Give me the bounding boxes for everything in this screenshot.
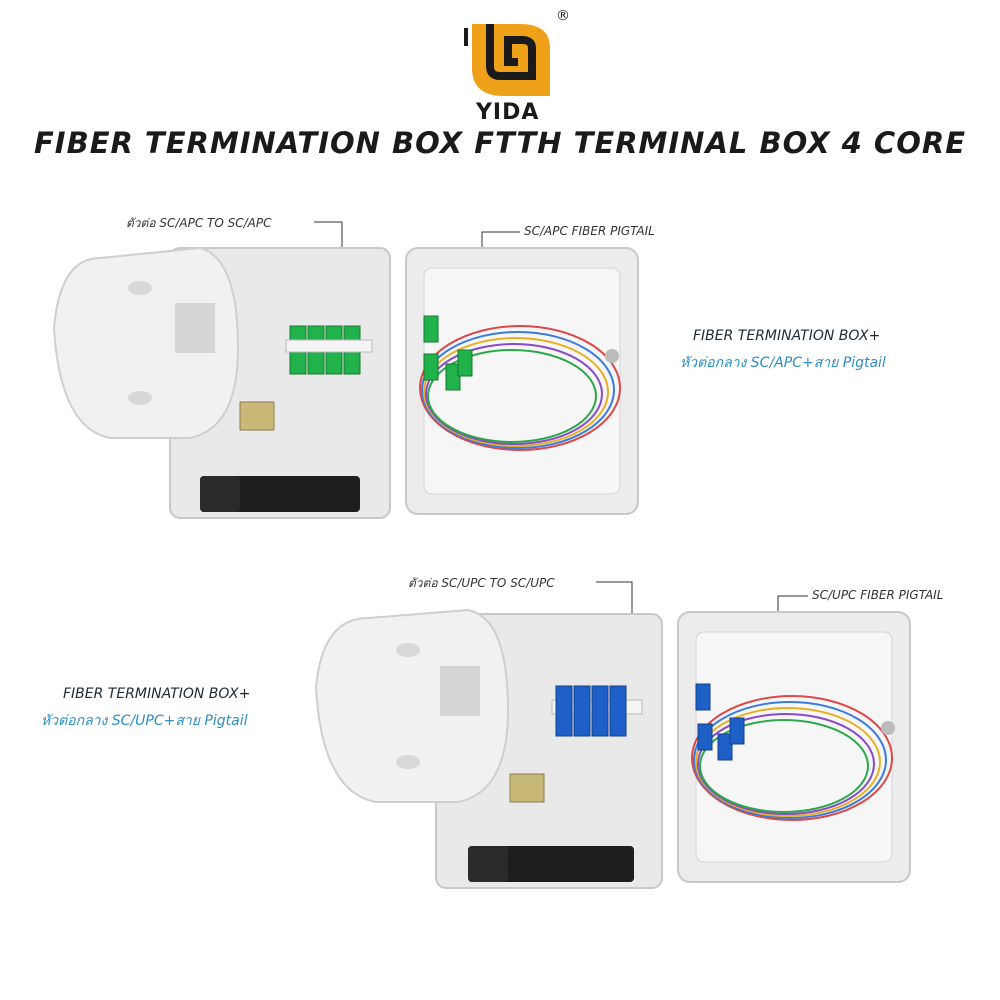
upc-label-line1: FIBER TERMINATION BOX+ (63, 686, 251, 702)
upc-termination-box-image (314, 581, 911, 889)
apc-adapter-callout: ตัวต่อ SC/APC TO SC/APC (126, 216, 272, 230)
brand-name: YIDA (476, 100, 540, 125)
apc-termination-box-image (52, 221, 639, 519)
page-title: FIBER TERMINATION BOX FTTH TERMINAL BOX … (33, 126, 966, 160)
upc-label-line2: หัวต่อกลาง SC/UPC+สาย Pigtail (41, 713, 248, 729)
apc-pigtail-callout: SC/APC FIBER PIGTAIL (524, 224, 655, 238)
yida-logo-icon (464, 24, 550, 96)
upc-adapter-callout: ตัวต่อ SC/UPC TO SC/UPC (408, 576, 555, 590)
apc-label-line2: หัวต่อกลาง SC/APC+สาย Pigtail (680, 355, 886, 371)
registered-mark: ® (556, 8, 570, 24)
apc-label-line1: FIBER TERMINATION BOX+ (693, 328, 881, 344)
upc-pigtail-callout: SC/UPC FIBER PIGTAIL (812, 588, 944, 602)
